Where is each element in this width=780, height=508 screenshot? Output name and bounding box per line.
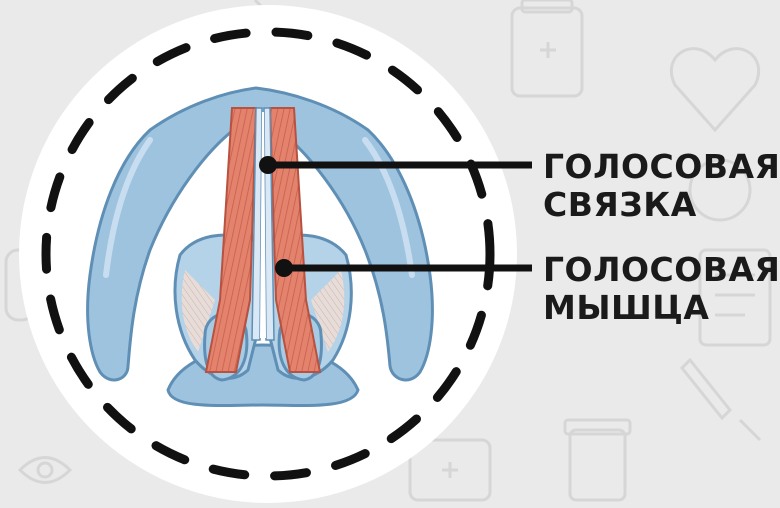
vocal-ligament-label: ГОЛОСОВАЯ СВЯЗКА xyxy=(543,148,780,224)
vocal-muscle-label: ГОЛОСОВАЯ МЫШЦА xyxy=(543,251,780,327)
ligament-pointer-dot xyxy=(259,156,277,174)
muscle-pointer-dot xyxy=(275,259,293,277)
vocal-ligament-label-line1: ГОЛОСОВАЯ xyxy=(543,148,780,186)
vocal-muscle-label-line2: МЫШЦА xyxy=(543,289,780,327)
vocal-ligament-label-line2: СВЯЗКА xyxy=(543,186,780,224)
vocal-muscle-label-line1: ГОЛОСОВАЯ xyxy=(543,251,780,289)
